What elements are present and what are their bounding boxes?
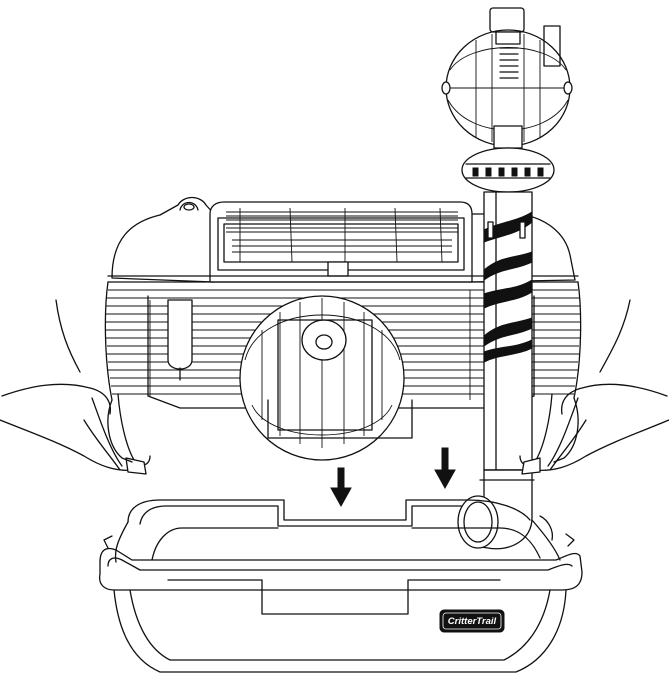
down-arrow-left — [330, 467, 352, 508]
down-arrow-right — [434, 447, 456, 490]
left-hand — [0, 299, 151, 475]
logo-brand-text: CritterTrail — [448, 616, 497, 627]
right-hand — [519, 299, 669, 475]
exercise-wheel — [239, 295, 413, 461]
wire-cage-body — [104, 281, 582, 461]
door-bars — [226, 207, 458, 263]
base-tray: CritterTrail — [98, 499, 583, 673]
tube-tower — [441, 7, 573, 550]
crittertrail-logo: CritterTrail — [439, 609, 505, 633]
